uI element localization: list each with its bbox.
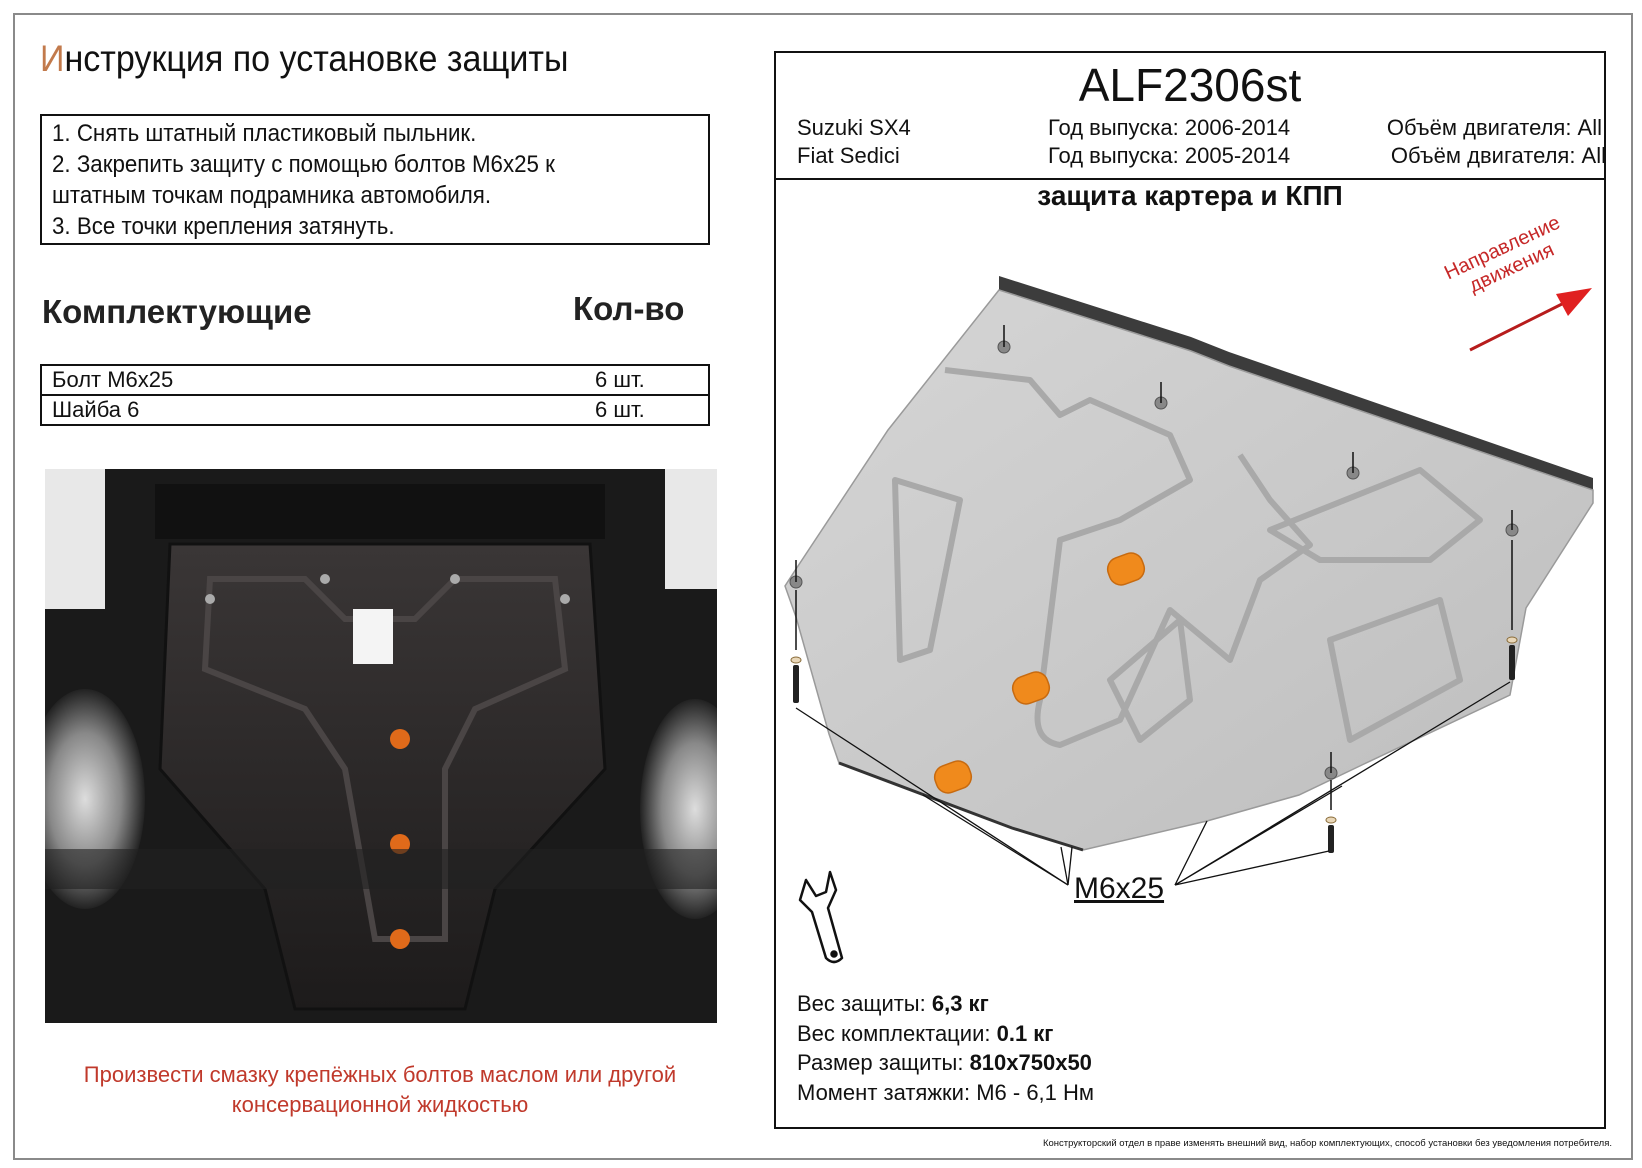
- vehicle-model: Fiat Sedici: [797, 143, 900, 168]
- instruction-line: 1. Снять штатный пластиковый пыльник.: [52, 120, 477, 147]
- spec-plate-weight: Вес защиты: 6,3 кг: [797, 991, 989, 1016]
- vehicle-year: Год выпуска: 2006-2014: [1048, 115, 1291, 140]
- instruction-line: штатным точкам подрамника автомобиля.: [52, 182, 492, 209]
- page-title: Инструкция по установке защиты: [40, 38, 569, 79]
- orange-pads: [933, 552, 1146, 794]
- lubrication-note: Произвести смазку крепёжных болтов масло…: [83, 1062, 677, 1117]
- installed-plate-photo: [45, 469, 717, 1023]
- product-subtitle: защита картера и КПП: [1037, 180, 1343, 211]
- instructions-box: 1. Снять штатный пластиковый пыльник. 2.…: [40, 114, 710, 245]
- plate-body: [784, 289, 1594, 851]
- direction-arrow: [1469, 288, 1592, 352]
- components-heading: Комплектующие: [42, 293, 312, 330]
- instruction-line: 3. Все точки крепления затянуть.: [52, 213, 395, 240]
- vehicle-engine: Объём двигателя: All: [1390, 143, 1606, 168]
- product-code: ALF2306st: [1078, 59, 1302, 111]
- wrench-icon: [798, 870, 844, 964]
- vehicle-engine: Объём двигателя: All: [1386, 115, 1602, 140]
- disclaimer: Конструкторский отдел в праве изменять в…: [1042, 1138, 1612, 1149]
- spec-kit-weight: Вес комплектации: 0.1 кг: [797, 1021, 1054, 1046]
- spec-torque: Момент затяжки: М6 - 6,1 Нм: [797, 1080, 1095, 1105]
- product-panel: [774, 51, 1606, 1129]
- vehicle-year: Год выпуска: 2005-2014: [1048, 143, 1291, 168]
- mount-points: [789, 325, 1519, 853]
- instruction-line: 2. Закрепить защиту с помощью болтов М6х…: [52, 151, 555, 178]
- bolt-leader-lines: [795, 681, 1511, 886]
- divider: [774, 178, 1606, 180]
- quantity-heading: Кол-во: [573, 290, 685, 327]
- spec-plate-size: Размер защиты: 810x750x50: [797, 1050, 1092, 1075]
- bolt-size-label: М6х25: [1074, 872, 1165, 905]
- page-border: [13, 13, 1633, 1160]
- plate-ridges: [892, 367, 1483, 748]
- vehicle-model: Suzuki SX4: [797, 115, 911, 140]
